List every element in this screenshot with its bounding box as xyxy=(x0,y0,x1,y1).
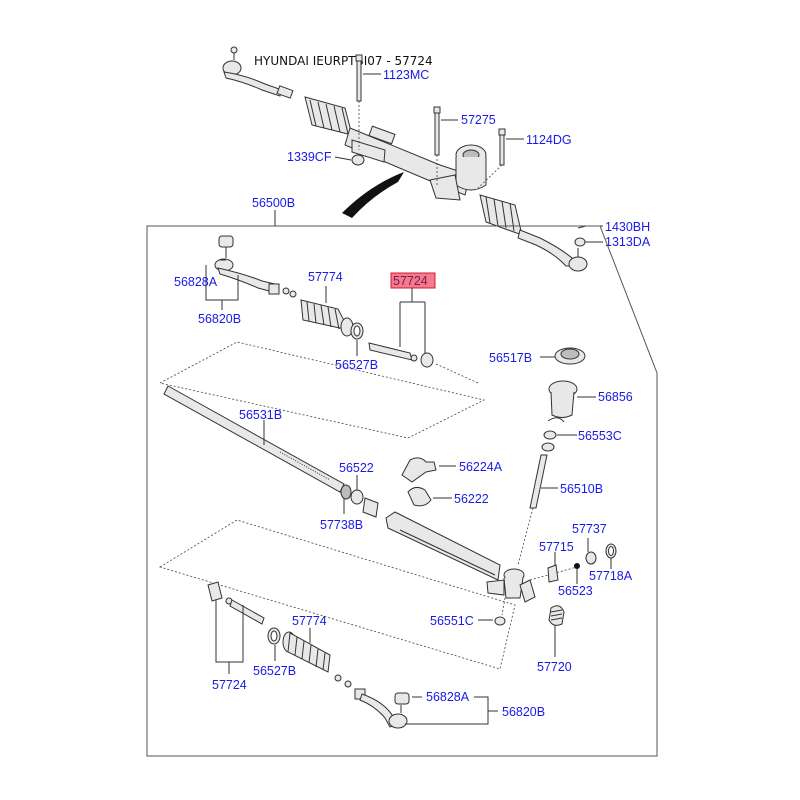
upper-dashed-region xyxy=(158,341,486,439)
top-labels: 1123MC 57275 1124DG 1339CF 1430BH 1313DA xyxy=(287,68,651,249)
label-57774-upper[interactable]: 57774 xyxy=(308,270,343,284)
label-57275[interactable]: 57275 xyxy=(461,113,496,127)
upper-tie-rod-end xyxy=(214,235,280,295)
lower-inner-tie-rod xyxy=(207,581,265,625)
nut-1339CF xyxy=(351,154,365,166)
label-57774-lower[interactable]: 57774 xyxy=(292,614,327,628)
lower-dashed-region xyxy=(159,519,516,670)
part-57715 xyxy=(547,564,559,583)
label-57724-highlighted[interactable]: 57724 xyxy=(393,274,428,288)
part-rack-housing xyxy=(385,511,536,603)
label-1124DG[interactable]: 1124DG xyxy=(526,133,572,147)
part-56510B xyxy=(529,454,548,509)
label-56820B-lower[interactable]: 56820B xyxy=(502,705,545,719)
label-57715[interactable]: 57715 xyxy=(539,540,574,554)
label-57738B[interactable]: 57738B xyxy=(320,518,363,532)
top-pinion-housing xyxy=(429,144,487,201)
upper-boot-57774 xyxy=(300,299,354,337)
part-57718A-ring xyxy=(605,543,617,559)
upper-small-nuts xyxy=(282,287,297,298)
part-56531B-rack xyxy=(163,385,345,493)
part-57738B xyxy=(340,484,352,500)
label-1313DA[interactable]: 1313DA xyxy=(605,235,651,249)
label-56856[interactable]: 56856 xyxy=(598,390,633,404)
diagram-title: HYUNDAI IEURPTBI07 - 57724 xyxy=(254,54,433,68)
top-left-tie-rod-end xyxy=(222,46,294,99)
assembly-arrow xyxy=(342,172,404,218)
nut-1313DA xyxy=(574,237,586,247)
lower-boot-57774 xyxy=(282,631,331,673)
lower-ring-56527B xyxy=(267,627,281,645)
top-assembly xyxy=(222,46,588,272)
label-56553C[interactable]: 56553C xyxy=(578,429,622,443)
part-56517B xyxy=(554,347,586,365)
top-left-boot xyxy=(304,96,353,136)
label-56224A[interactable]: 56224A xyxy=(459,460,503,474)
top-right-boot xyxy=(479,194,523,236)
part-56551C xyxy=(494,616,506,626)
top-right-tie-rod-end xyxy=(517,229,588,272)
part-56224A-clamp xyxy=(401,457,437,483)
lower-small-nuts xyxy=(334,674,352,688)
label-56522[interactable]: 56522 xyxy=(339,461,374,475)
label-56527B-upper[interactable]: 56527B xyxy=(335,358,378,372)
part-56553C xyxy=(541,417,565,452)
label-57724-lower[interactable]: 57724 xyxy=(212,678,247,692)
lower-tie-rod-end xyxy=(354,688,410,729)
label-56828A-lower[interactable]: 56828A xyxy=(426,690,470,704)
part-bushing xyxy=(362,497,379,518)
label-56517B[interactable]: 56517B xyxy=(489,351,532,365)
label-56551C[interactable]: 56551C xyxy=(430,614,474,628)
label-56222[interactable]: 56222 xyxy=(454,492,489,506)
label-56828A-upper[interactable]: 56828A xyxy=(174,275,218,289)
part-56522 xyxy=(350,489,364,505)
part-56222-bush xyxy=(407,486,432,507)
label-56523[interactable]: 56523 xyxy=(558,584,593,598)
upper-ring-56527B xyxy=(350,322,364,340)
bolt-1123MC xyxy=(355,54,363,150)
label-56500B[interactable]: 56500B xyxy=(252,196,295,210)
upper-inner-tie-rod xyxy=(368,342,434,368)
subassembly-frame xyxy=(146,225,658,757)
part-56523-ball xyxy=(574,563,580,569)
label-57718A[interactable]: 57718A xyxy=(589,569,633,583)
label-57720[interactable]: 57720 xyxy=(537,660,572,674)
label-56527B-lower[interactable]: 56527B xyxy=(253,664,296,678)
part-56856 xyxy=(548,380,578,418)
label-56531B[interactable]: 56531B xyxy=(239,408,282,422)
highlighted-part-57724[interactable]: 57724 xyxy=(390,272,436,289)
label-1339CF[interactable]: 1339CF xyxy=(287,150,332,164)
bolt-1124DG xyxy=(477,128,506,189)
label-56510B[interactable]: 56510B xyxy=(560,482,603,496)
part-57737 xyxy=(585,551,597,565)
label-56820B-upper[interactable]: 56820B xyxy=(198,312,241,326)
part-57720-spring xyxy=(548,605,565,626)
label-1430BH[interactable]: 1430BH xyxy=(605,220,650,234)
bolt-57275 xyxy=(433,106,441,185)
label-57737[interactable]: 57737 xyxy=(572,522,607,536)
label-1123MC[interactable]: 1123MC xyxy=(383,68,429,82)
